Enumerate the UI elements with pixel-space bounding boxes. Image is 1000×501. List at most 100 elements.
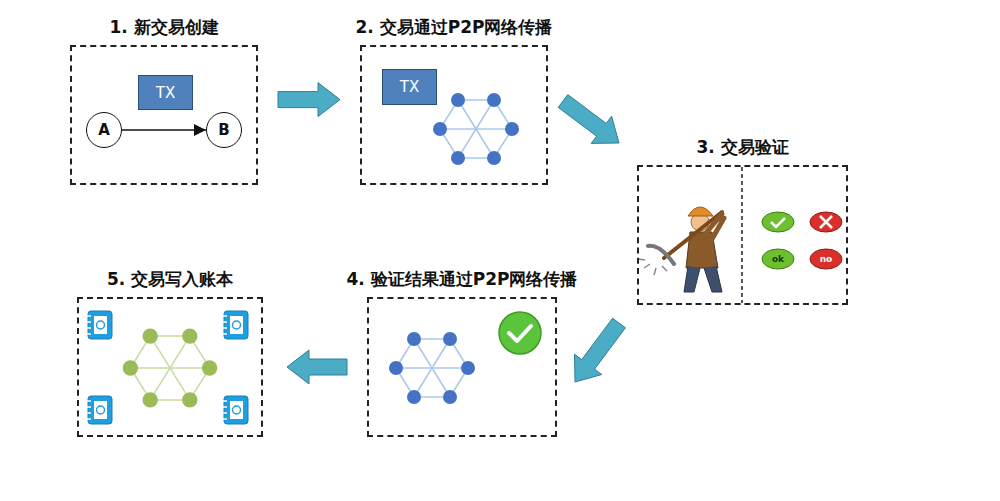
ledger-ring [86,418,91,420]
ledger-ring [222,412,227,414]
flow-arrow [558,95,619,144]
network-link [396,367,468,369]
network-peer [487,151,501,165]
p2p-networks [123,93,519,408]
ok-button [762,212,794,232]
ledger-icons [86,311,248,424]
network-peer [487,93,501,107]
ledger-ring [86,327,91,329]
network-peer [461,361,475,375]
network-peer [443,332,457,346]
miner-arms [700,214,724,246]
ledger-ring [86,315,91,317]
ok-button [762,249,794,269]
no-button [810,249,842,269]
node-label: A [98,121,110,139]
flow-arrow [287,350,347,384]
node-label: TX [156,84,175,102]
network-peer [505,122,519,136]
flow-arrow [575,318,626,382]
ledger-page [230,316,243,334]
ledger-ring [86,406,91,408]
network-peer [407,390,421,404]
button-label: no [820,254,833,264]
network-peer [443,390,457,404]
step-panel: 4. 验证结果通过P2P网络传播 [367,297,557,437]
node-label: B [218,121,229,139]
ledger-page [94,401,107,419]
step-heading: 3. 交易验证 [696,136,788,159]
network-link [130,367,209,369]
step-panel: 5. 交易写入账本 [77,297,263,437]
network-graph [389,332,475,404]
network-peer [407,332,421,346]
network-link [440,128,512,130]
step-heading: 4. 验证结果通过P2P网络传播 [347,268,578,291]
check-circle [499,312,541,354]
panel-divider [741,167,743,303]
network-peer [123,360,138,375]
coin-glyph [97,321,105,329]
step-heading: 2. 交易通过P2P网络传播 [356,16,553,39]
ledger-ring [222,406,227,408]
miner-illustration [638,207,724,292]
ledger-icon [86,311,112,339]
party-circle: B [206,112,242,148]
network-peer [433,122,447,136]
validation-buttons [762,212,842,269]
network-peer [143,328,158,343]
ledger-ring [222,315,227,317]
cross-glyph [820,216,832,228]
transaction-box: TX [382,69,437,105]
no-button [810,212,842,232]
node-label: TX [400,78,419,96]
network-graph [123,328,218,407]
coin-glyph [233,406,241,414]
ledger-cover [224,396,248,424]
ledger-ring [222,333,227,335]
ledger-cover [224,311,248,339]
miner-legs [684,266,722,292]
check-glyph [771,218,785,227]
network-peer [182,328,197,343]
network-peer [451,151,465,165]
step-panel: 3. 交易验证 [637,165,848,305]
network-peer [182,392,197,407]
step-panel: 2. 交易通过P2P网络传播TX [360,45,548,185]
ledger-ring [222,321,227,323]
ledger-ring [222,400,227,402]
ledger-ring [222,418,227,420]
transfer-arrow [122,129,206,131]
party-circle: A [86,112,122,148]
button-label: ok [772,254,784,264]
ledger-ring [86,333,91,335]
step-heading: 1. 新交易创建 [109,16,218,39]
step-panel: 1. 新交易创建TXAB [70,45,258,185]
network-peer [389,361,403,375]
coin-glyph [97,406,105,414]
network-graph [433,93,519,165]
miner-helmet [688,207,713,216]
check-glyph [509,326,531,341]
ledger-page [230,401,243,419]
ledger-ring [86,400,91,402]
sparks [638,259,667,275]
ledger-ring [86,321,91,323]
ledger-icon [222,311,248,339]
network-peer [451,93,465,107]
step-heading: 5. 交易写入账本 [107,268,233,291]
check-mark [499,312,541,354]
ledger-ring [86,412,91,414]
ledger-icon [222,396,248,424]
network-peer [202,360,217,375]
coin-glyph [233,321,241,329]
ledger-icon [86,396,112,424]
pickaxe-head [648,246,674,264]
ledger-cover [88,311,112,339]
transaction-box: TX [138,75,193,110]
flow-arrow [278,83,340,117]
ledger-page [94,316,107,334]
ledger-cover [88,396,112,424]
network-peer [143,392,158,407]
